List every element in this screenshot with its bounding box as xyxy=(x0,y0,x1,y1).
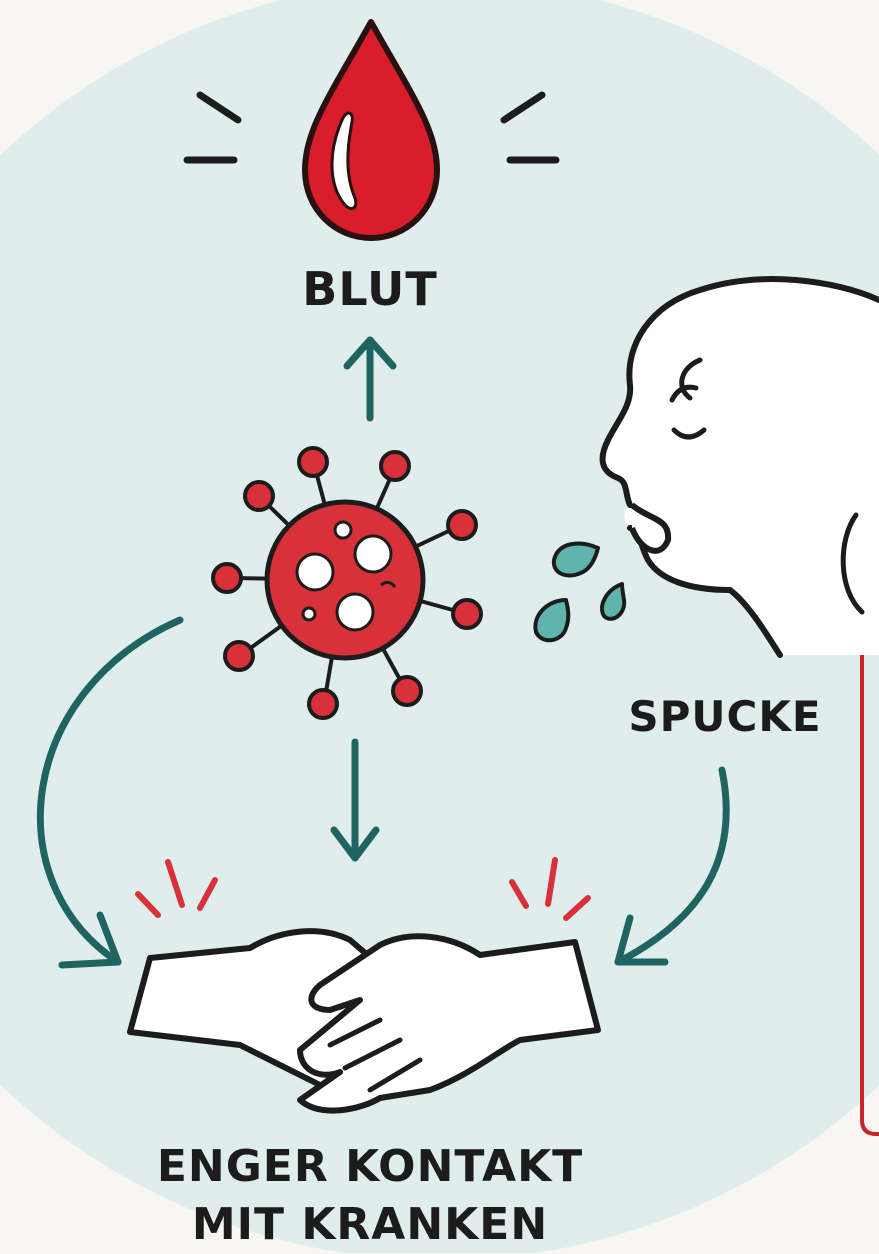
label-close-contact: ENGER KONTAKT MIT KRANKEN xyxy=(150,1138,590,1254)
label-blood: BLUT xyxy=(290,262,450,316)
label-close-contact-line1: ENGER KONTAKT xyxy=(150,1138,590,1196)
label-spit: SPUCKE xyxy=(615,692,835,741)
label-close-contact-line2: MIT KRANKEN xyxy=(150,1196,590,1254)
